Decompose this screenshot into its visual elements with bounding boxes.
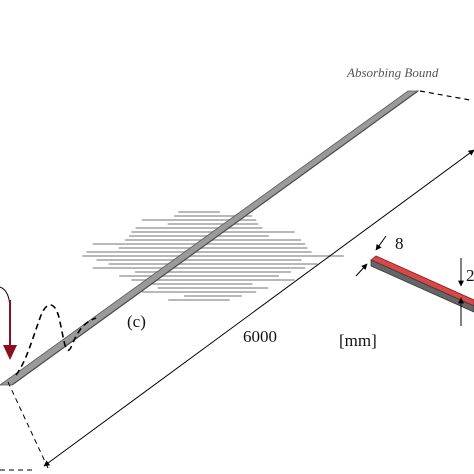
absorbing-boundary-line <box>419 90 471 101</box>
unit-label: [mm] <box>339 331 377 350</box>
length-dimension <box>0 149 474 471</box>
absorbing-boundary-label: Absorbing Bound <box>346 65 439 80</box>
force-arrow-icon <box>0 286 17 360</box>
cross-section-detail <box>355 235 474 326</box>
thickness-dimension-label: 2 <box>466 266 474 285</box>
panel-marker: (c) <box>127 312 146 331</box>
length-dimension-label: 6000 <box>243 327 277 346</box>
fiber-bundle <box>82 211 344 301</box>
width-dimension-label: 8 <box>395 234 404 253</box>
